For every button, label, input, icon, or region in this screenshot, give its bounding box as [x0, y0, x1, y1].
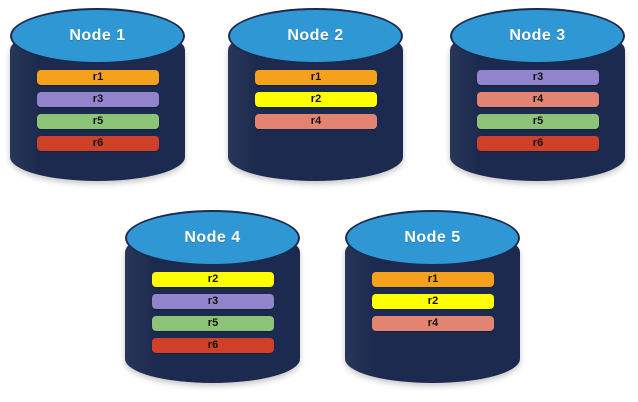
record-label: r2	[310, 93, 322, 105]
record-bar[interactable]: r1	[372, 272, 494, 287]
record-list: r1 r2 r4	[372, 272, 494, 338]
record-bar[interactable]: r6	[477, 136, 599, 151]
record-bar[interactable]: r6	[152, 338, 274, 353]
record-label: r6	[532, 137, 544, 149]
cylinder-top-icon: Node 1	[10, 8, 185, 64]
record-label: r6	[207, 339, 219, 351]
node-title: Node 5	[404, 229, 461, 246]
record-bar[interactable]: r4	[255, 114, 377, 129]
record-bar[interactable]: r3	[477, 70, 599, 85]
record-bar[interactable]: r2	[152, 272, 274, 287]
record-bar[interactable]: r4	[372, 316, 494, 331]
record-bar[interactable]: r1	[37, 70, 159, 85]
node-title: Node 2	[287, 27, 344, 44]
record-bar[interactable]: r1	[255, 70, 377, 85]
record-label: r1	[310, 71, 322, 83]
record-label: r6	[92, 137, 104, 149]
record-label: r3	[207, 295, 219, 307]
record-bar[interactable]: r5	[37, 114, 159, 129]
record-label: r5	[92, 115, 104, 127]
record-bar[interactable]: r6	[37, 136, 159, 151]
database-node-5[interactable]: Node 5 r1 r2 r4	[345, 210, 520, 383]
cylinder-top-icon: Node 4	[125, 210, 300, 266]
record-bar[interactable]: r3	[152, 294, 274, 309]
record-label: r1	[427, 273, 439, 285]
record-list: r1 r3 r5 r6	[37, 70, 159, 158]
record-bar[interactable]: r5	[152, 316, 274, 331]
cylinder-top-icon: Node 3	[450, 8, 625, 64]
record-list: r2 r3 r5 r6	[152, 272, 274, 360]
record-label: r4	[310, 115, 322, 127]
node-title: Node 4	[184, 229, 241, 246]
record-bar[interactable]: r2	[372, 294, 494, 309]
record-list: r1 r2 r4	[255, 70, 377, 136]
node-title: Node 3	[509, 27, 566, 44]
record-label: r5	[532, 115, 544, 127]
record-bar[interactable]: r2	[255, 92, 377, 107]
record-label: r4	[427, 317, 439, 329]
database-node-3[interactable]: Node 3 r3 r4 r5 r6	[450, 8, 625, 181]
cylinder-top-icon: Node 5	[345, 210, 520, 266]
record-label: r3	[532, 71, 544, 83]
database-node-2[interactable]: Node 2 r1 r2 r4	[228, 8, 403, 181]
record-label: r2	[427, 295, 439, 307]
database-node-1[interactable]: Node 1 r1 r3 r5 r6	[10, 8, 185, 181]
record-label: r1	[92, 71, 104, 83]
cylinder-top-icon: Node 2	[228, 8, 403, 64]
node-title: Node 1	[69, 27, 126, 44]
database-node-4[interactable]: Node 4 r2 r3 r5 r6	[125, 210, 300, 383]
record-bar[interactable]: r5	[477, 114, 599, 129]
record-label: r3	[92, 93, 104, 105]
record-list: r3 r4 r5 r6	[477, 70, 599, 158]
record-bar[interactable]: r4	[477, 92, 599, 107]
record-label: r4	[532, 93, 544, 105]
record-label: r2	[207, 273, 219, 285]
record-bar[interactable]: r3	[37, 92, 159, 107]
record-label: r5	[207, 317, 219, 329]
